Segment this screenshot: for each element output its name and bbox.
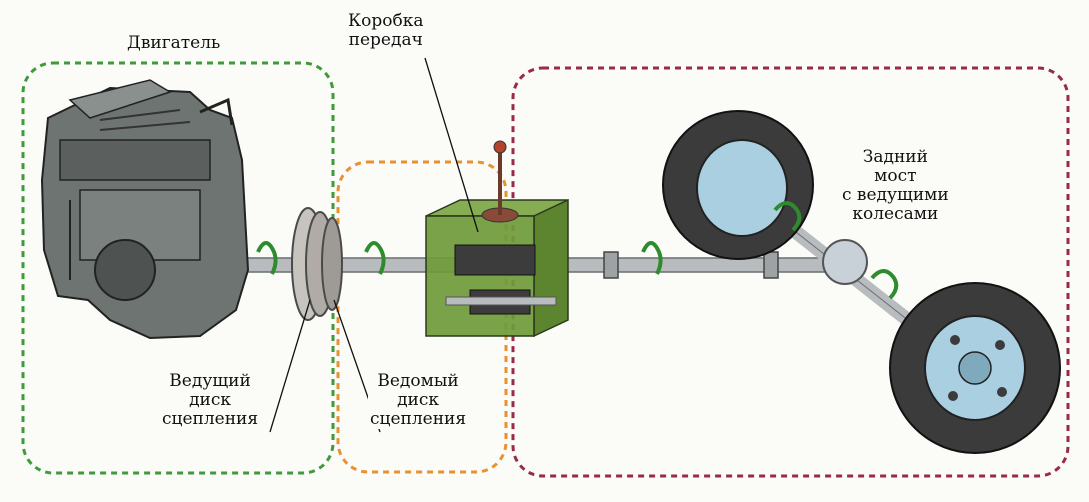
clutch-disc-icon bbox=[291, 207, 343, 321]
engine-label: Двигатель bbox=[127, 33, 221, 53]
engine-icon bbox=[40, 79, 250, 340]
wheel-icon bbox=[662, 110, 814, 260]
drive-disc-label: Ведущий диск сцепления bbox=[160, 371, 261, 429]
leader-line-drive-disc bbox=[269, 299, 311, 433]
rotation-arrow-icon bbox=[256, 241, 278, 275]
rotation-arrow-icon bbox=[870, 269, 899, 300]
rear-axle-label: Задний мост с ведущими колесами bbox=[842, 147, 949, 224]
universal-joint bbox=[603, 251, 619, 279]
rotation-arrow-icon bbox=[641, 241, 663, 275]
gearbox-label: Коробка передач bbox=[348, 11, 424, 50]
driven-disc-label: Ведомый диск сцепления bbox=[368, 371, 469, 429]
differential-housing bbox=[822, 239, 868, 285]
universal-joint bbox=[763, 251, 779, 279]
rotation-arrow-icon bbox=[773, 201, 802, 232]
gearbox-icon bbox=[425, 140, 569, 338]
wheel-icon bbox=[889, 282, 1061, 454]
rotation-arrow-icon bbox=[364, 241, 386, 275]
engine-group-box bbox=[21, 61, 335, 475]
leader-line-gearbox bbox=[424, 57, 479, 233]
